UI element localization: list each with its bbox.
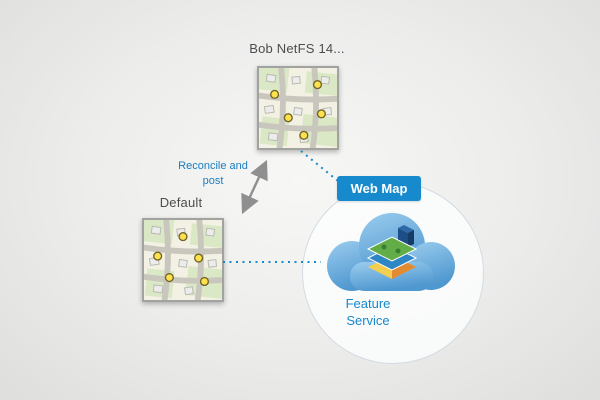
reconcile-post-label: Reconcile and post xyxy=(178,160,248,187)
cloud-icon xyxy=(327,213,455,291)
bob-version-map-thumbnail xyxy=(257,66,339,150)
map-thumbnail-icon xyxy=(259,68,337,148)
layers-stack-icon xyxy=(366,225,418,279)
map-thumbnail-icon xyxy=(144,220,222,300)
feature-service-cloud xyxy=(310,203,470,308)
default-version-label: Default xyxy=(159,195,203,210)
web-map-badge: Web Map xyxy=(337,176,421,201)
bob-version-label: Bob NetFS 14... xyxy=(249,41,345,56)
default-version-map-thumbnail xyxy=(142,218,224,302)
feature-service-label: Feature Service xyxy=(345,296,391,328)
